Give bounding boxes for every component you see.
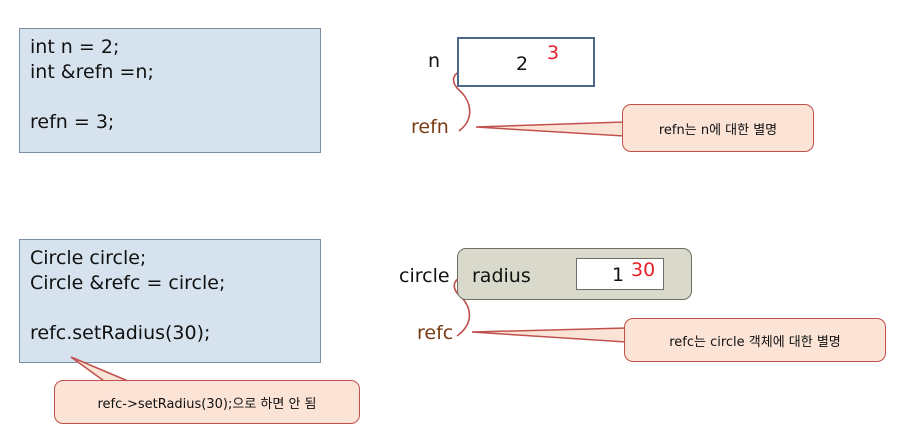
code-line: refn = 3; xyxy=(30,111,115,133)
code-block-reference-int: int n = 2; int &refn =n; refn = 3; xyxy=(19,28,321,153)
code-line: Circle circle; xyxy=(30,247,147,269)
refn-pointer-curve xyxy=(452,69,471,132)
variable-label-n: n xyxy=(428,50,441,72)
code-block-reference-object: Circle circle; Circle &refc = circle; re… xyxy=(19,239,321,363)
old-value-radius: 1 xyxy=(612,264,625,286)
code-line: refc.setRadius(30); xyxy=(30,322,211,344)
refc-callout-tail xyxy=(471,327,627,343)
new-value-n: 3 xyxy=(547,42,560,64)
new-value-radius: 30 xyxy=(631,259,656,281)
callout-refc-alias: refc는 circle 객체에 대한 별명 xyxy=(624,318,886,362)
reference-label-refc: refc xyxy=(417,322,454,344)
old-value-n: 2 xyxy=(516,53,529,75)
memory-cell-n xyxy=(457,37,595,87)
reference-label-refn: refn xyxy=(411,116,449,138)
field-label-radius: radius xyxy=(472,265,531,287)
code-callout-tail xyxy=(70,356,129,382)
code-line: Circle &refc = circle; xyxy=(30,272,226,294)
code-line: int n = 2; xyxy=(30,36,120,58)
callout-refn-alias: refn는 n에 대한 별명 xyxy=(622,104,814,152)
callout-arrow-operator-warning: refc->setRadius(30);으로 하면 안 됨 xyxy=(54,380,360,424)
field-cell-radius xyxy=(576,258,664,290)
code-line: int &refn =n; xyxy=(30,61,154,83)
variable-label-circle: circle xyxy=(399,265,450,287)
refn-callout-tail xyxy=(475,121,625,137)
